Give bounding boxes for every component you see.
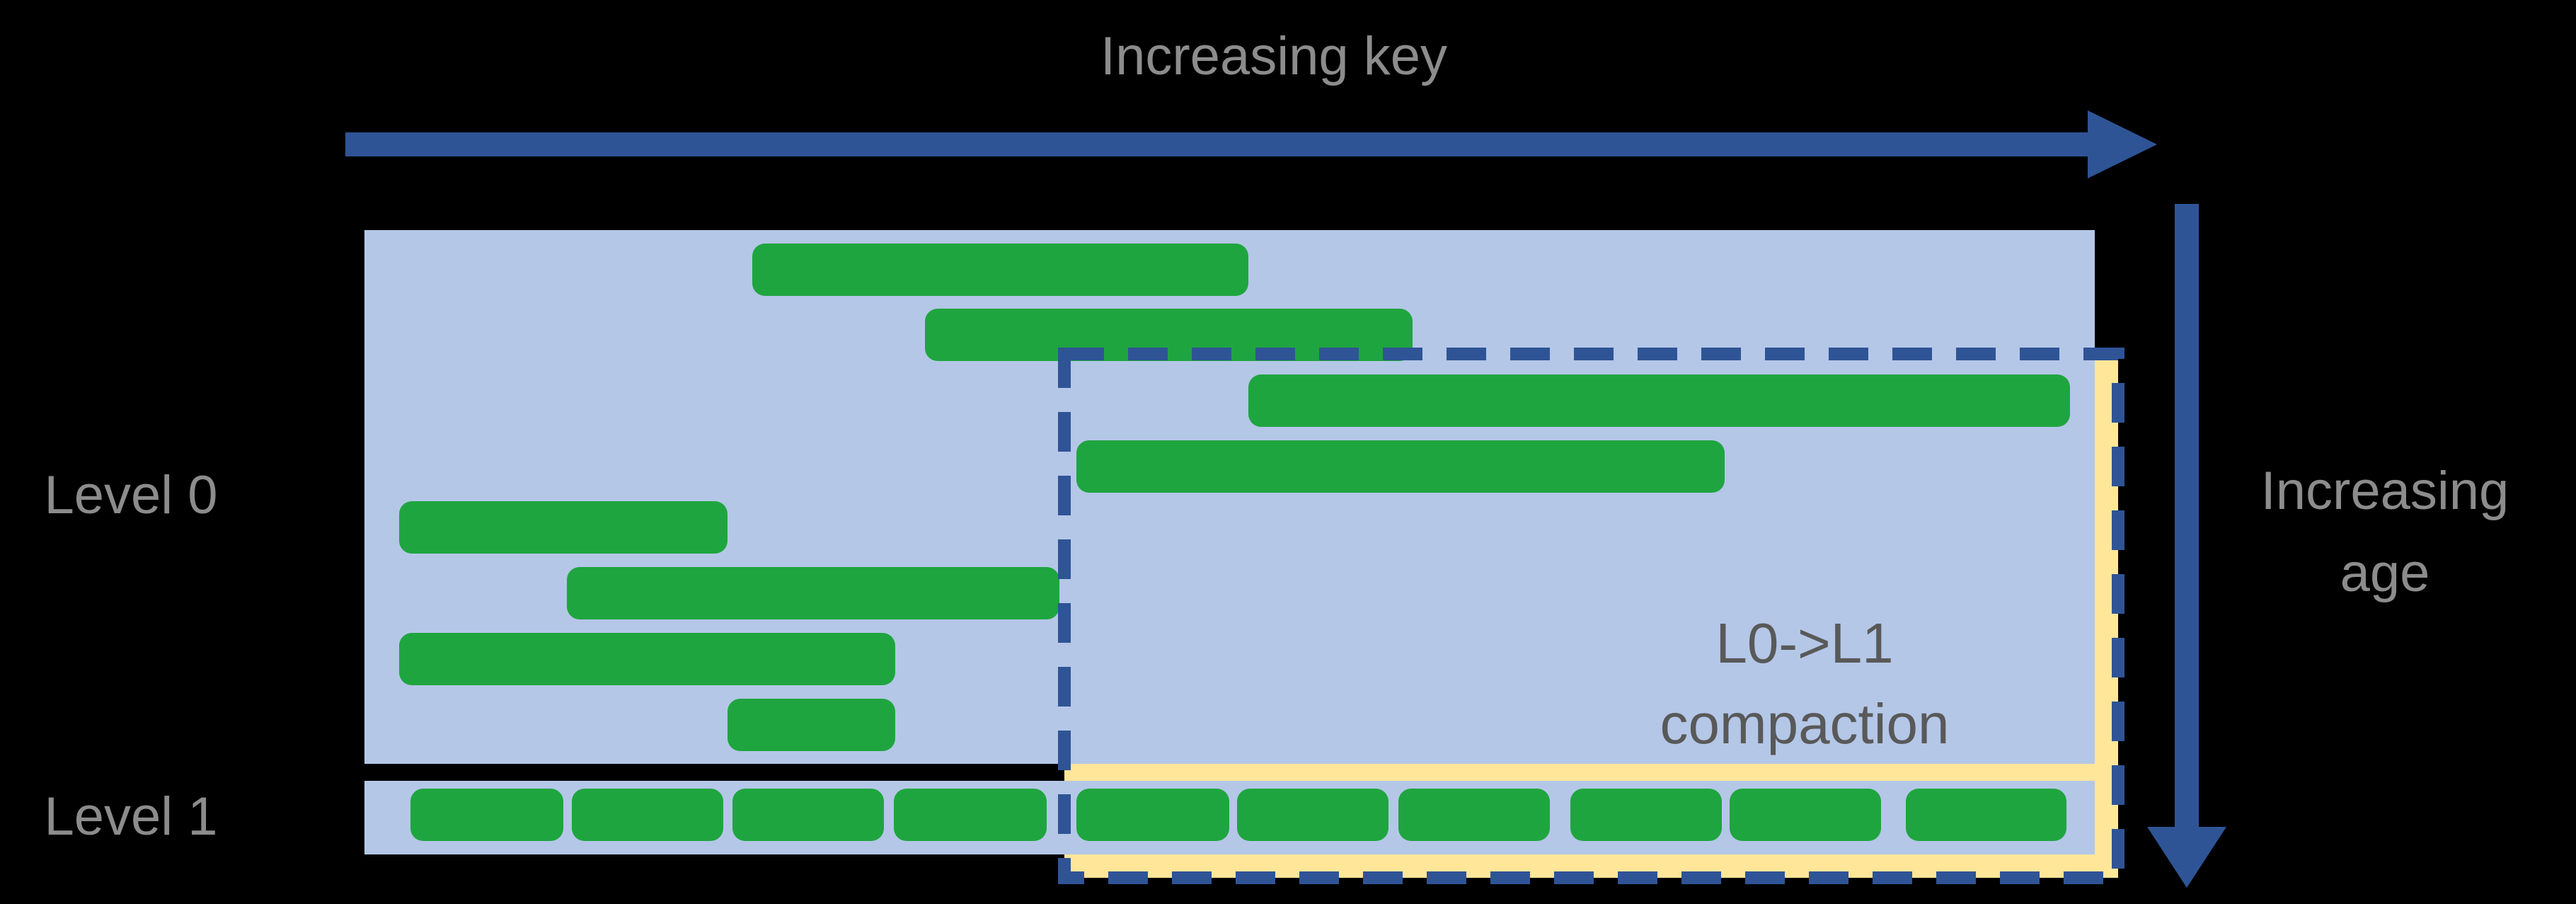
increasing-key-arrow-shaft: [345, 132, 2088, 156]
increasing-key-label: Increasing key: [1100, 26, 1448, 86]
increasing-age-line1: Increasing: [2260, 461, 2509, 521]
level1-container: [364, 781, 2095, 854]
increasing-key-arrow-head: [2088, 110, 2157, 178]
level0-label: Level 0: [44, 465, 218, 525]
increasing-age-line2: age: [2340, 543, 2430, 603]
increasing-age-arrow-shaft: [2175, 204, 2199, 830]
compaction-label-line1: L0->L1: [1715, 612, 1894, 675]
increasing-key-arrow: [345, 110, 2157, 178]
level1-label: Level 1: [44, 786, 218, 847]
increasing-age-arrow-head: [2147, 827, 2226, 888]
compaction-label-line2: compaction: [1660, 692, 1950, 755]
compaction-label: L0->L1 compaction: [1550, 603, 2059, 765]
increasing-age-label: Increasing age: [2208, 450, 2562, 614]
